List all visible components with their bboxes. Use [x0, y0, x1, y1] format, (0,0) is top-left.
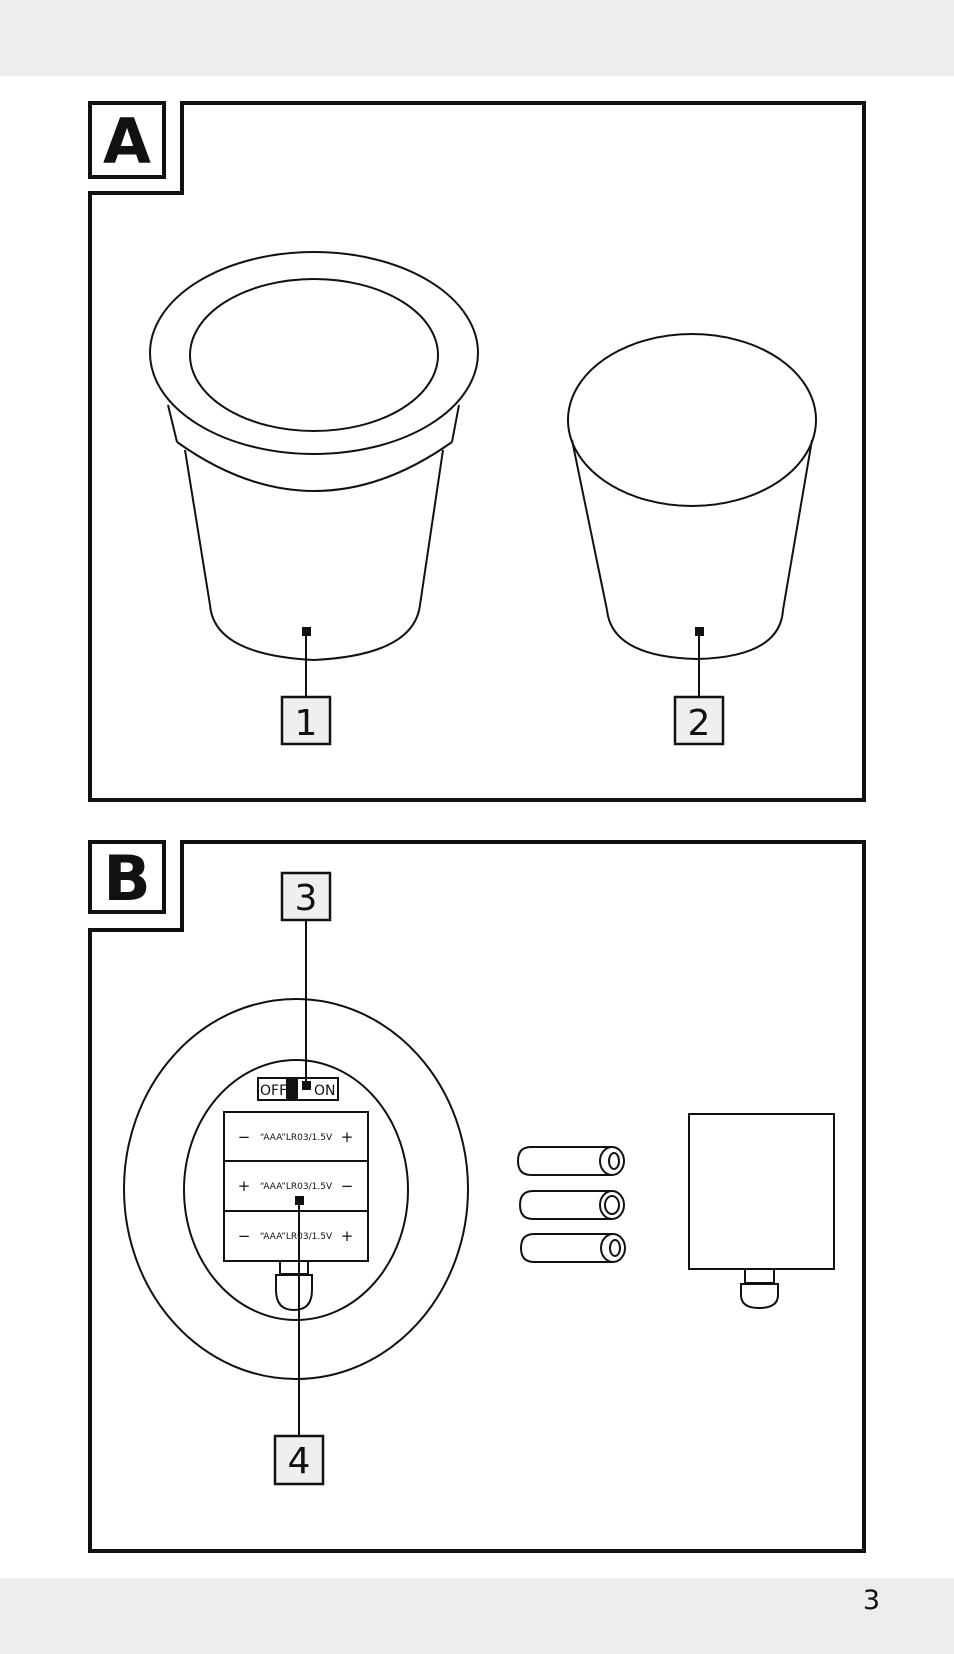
callout-3-label: 3 [295, 878, 318, 919]
battery-1-left-sign: − [238, 1128, 251, 1146]
battery-row-3: − “AAA”LR03/1.5V + [223, 1210, 369, 1262]
page-number: 3 [862, 1585, 880, 1616]
collar-lower-edge [176, 441, 453, 492]
collar-outer-rim [149, 251, 479, 455]
solar-light-with-collar [149, 251, 479, 662]
battery-row-1: − “AAA”LR03/1.5V + [223, 1111, 369, 1162]
battery-cell-3 [519, 1233, 626, 1263]
top-gray-band [0, 0, 954, 76]
switch-slider [286, 1078, 298, 1100]
battery-3-right-sign: + [341, 1227, 354, 1245]
battery-cell-2 [518, 1190, 625, 1220]
battery-1-right-sign: + [341, 1128, 354, 1146]
callout-4-box [273, 1434, 325, 1486]
light-panel-top [189, 278, 439, 432]
callout-4-label: 4 [288, 1441, 311, 1482]
panel-b-letter-box [88, 840, 166, 914]
battery-3-left-sign: − [238, 1227, 251, 1245]
callout-1-label: 1 [295, 703, 318, 744]
light-underside: OFF ON − “AAA”LR03/1.5V + + “AAA”LR03/1.… [123, 998, 469, 1380]
battery-compartment-outline [183, 1059, 409, 1321]
callout-2-label: 2 [688, 703, 711, 744]
battery-2-label: “AAA”LR03/1.5V [260, 1182, 333, 1192]
panel-b: B 3 OFF ON − “AAA”LR03/1.5V + [88, 840, 866, 1553]
led-dome [275, 1274, 313, 1312]
solar-light-without-collar [567, 333, 817, 661]
panel-a-letter: A [103, 105, 151, 178]
battery-row-2: + “AAA”LR03/1.5V − [223, 1160, 369, 1212]
battery-2-left-sign: + [238, 1177, 251, 1195]
underside-outer-ring [123, 998, 469, 1380]
panel-a-frame [88, 101, 866, 802]
cover-led-dome [740, 1283, 779, 1310]
battery-1-label: “AAA”LR03/1.5V [260, 1133, 333, 1143]
aaa-batteries [516, 1146, 626, 1263]
light-2-base [606, 609, 784, 661]
panel-b-letter: B [103, 842, 150, 915]
compartment-cover [688, 1113, 835, 1310]
callout-2-box [673, 695, 725, 746]
panel-a-letter-box [88, 101, 166, 179]
battery-cell-1 [516, 1146, 625, 1176]
light-2-top [567, 333, 817, 507]
switch-on-label: ON [314, 1083, 336, 1099]
battery-2-right-sign: − [341, 1177, 354, 1195]
panel-a: A 1 2 [88, 101, 866, 802]
callout-1-box [280, 695, 332, 746]
on-off-switch: OFF ON [257, 1077, 339, 1101]
battery-3-label: “AAA”LR03/1.5V [260, 1232, 333, 1242]
switch-off-label: OFF [260, 1083, 287, 1099]
bottom-gray-band [0, 1578, 954, 1654]
light-base [209, 604, 421, 662]
panel-b-frame [88, 840, 866, 1553]
